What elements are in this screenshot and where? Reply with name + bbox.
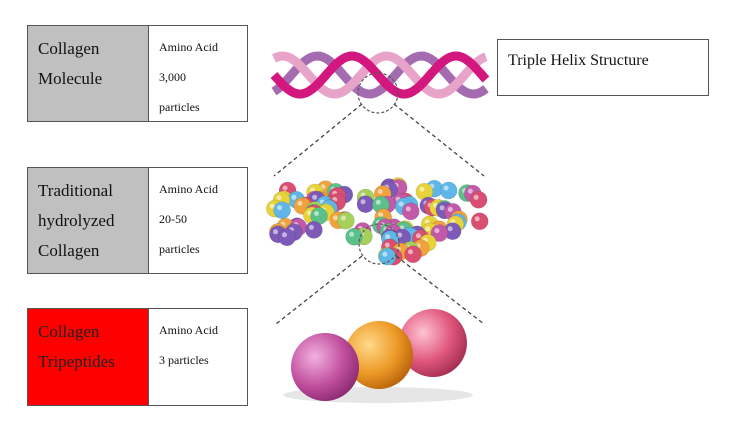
info-line: Amino Acid [159,182,218,196]
bead-highlight [273,229,278,235]
row-label: Traditional hydrolyzed Collagen [28,168,149,273]
label-line: Tripeptides [38,352,115,371]
label-line: Collagen [38,322,100,341]
zoom-line-left [275,255,363,325]
bead-highlight [282,185,288,191]
row-info: Amino Acid 20-50 particles [149,168,247,273]
sphere-orange [345,321,413,389]
bead-highlight [415,233,421,239]
bead-highlight [276,195,282,201]
info-line: 20-50 [159,212,187,226]
bead-highlight [408,249,413,255]
bead-highlight [291,194,297,200]
info-line: Amino Acid [159,40,218,54]
zoom-line-right [393,103,485,177]
amino-acid-bead [305,221,323,239]
zoom-circle-icon [357,72,399,114]
bead-highlight [312,194,318,200]
row-label: Collagen Tripeptides [28,309,149,405]
collagen-tripeptides-row: Collagen Tripeptides Amino Acid 3 partic… [27,308,248,406]
bead-highlight [467,188,473,194]
amino-acid-cluster-icon [265,177,489,266]
bead-highlight [333,215,339,221]
hydrolyzed-collagen-row: Traditional hydrolyzed Collagen Amino Ac… [27,167,248,274]
bead-highlight [397,232,403,238]
bead-highlight [398,201,404,207]
label-line: Traditional [38,181,113,200]
bead-highlight [425,226,431,232]
amino-acid-bead [439,181,458,200]
label-line: hydrolyzed [38,211,115,230]
zoom-line-left [273,103,363,177]
bead-highlight [297,200,303,206]
bead-highlight [447,206,453,212]
amino-acid-bead [356,195,375,213]
info-line: particles [159,100,200,114]
row-info: Amino Acid 3,000 particles [149,26,247,121]
bead-highlight [282,232,287,238]
bead-highlight [447,226,453,232]
info-line: 3 particles [159,353,209,367]
collagen-molecule-row: Collagen Molecule Amino Acid 3,000 parti… [27,25,248,122]
bead-highlight [375,199,381,205]
bead-highlight [360,199,366,205]
bead-highlight [474,216,480,222]
amino-acid-bead [469,191,488,209]
amino-acid-bead [337,211,355,230]
triple-helix-callout: Triple Helix Structure [497,39,709,96]
helix-strand [271,51,488,99]
bead-highlight [434,228,440,234]
bead-highlight [419,186,425,192]
amino-acid-bead [470,212,489,231]
helix-strand [270,51,490,99]
tripeptide-spheres-icon [283,309,473,403]
bead-highlight [405,206,411,212]
amino-acid-bead [273,201,291,219]
bead-highlight [308,224,314,230]
info-line: particles [159,242,200,256]
info-line: 3,000 [159,70,186,84]
bead-highlight [473,194,479,200]
bead-highlight [377,189,383,194]
bead-highlight [439,205,445,211]
sphere-pink [399,309,467,377]
amino-acid-bead [404,245,422,264]
info-line: Amino Acid [159,323,218,337]
amino-acid-bead [278,228,296,247]
bead-highlight [277,205,283,211]
bead-highlight [349,231,355,237]
bead-highlight [385,234,391,240]
bead-highlight [269,203,275,209]
amino-acid-bead [345,228,363,246]
bead-highlight [384,242,390,248]
bead-highlight [314,211,319,216]
callout-text: Triple Helix Structure [508,52,649,69]
bead-highlight [443,185,449,191]
bead-highlight [382,251,388,257]
sphere-magenta [291,333,359,401]
bead-highlight [378,212,384,218]
amino-acid-bead [401,202,420,221]
zoom-line-right [395,255,485,325]
helix-strand [271,51,489,99]
triple-helix-icon [270,51,490,99]
bead-highlight [340,215,346,221]
row-label: Collagen Molecule [28,26,149,121]
row-info: Amino Acid 3 particles [149,309,247,405]
label-line: Collagen [38,241,100,260]
bead-highlight [306,210,312,216]
zoom-circle-icon [358,223,400,265]
label-line: Molecule [38,69,103,88]
label-line: Collagen [38,39,100,58]
